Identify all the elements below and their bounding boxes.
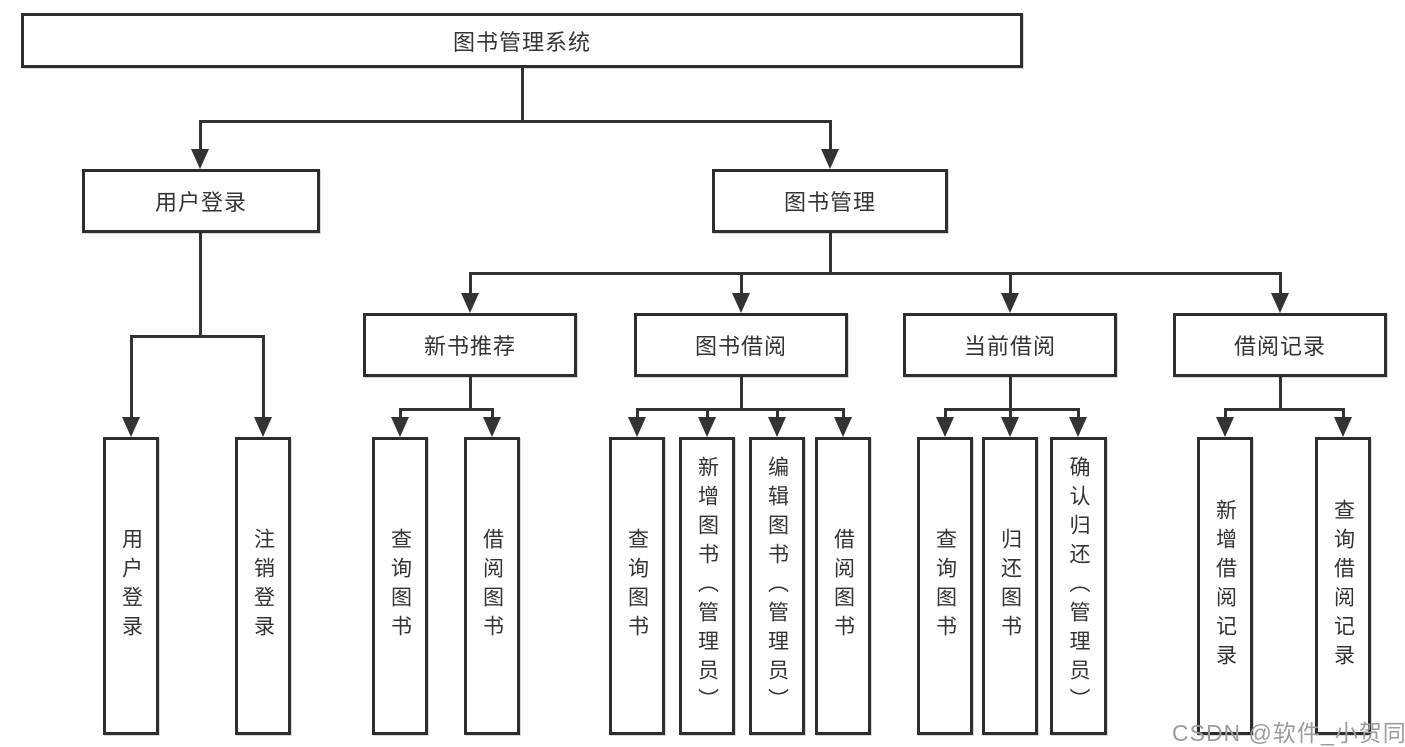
connector-line <box>635 408 639 420</box>
connector-line <box>1008 408 1012 420</box>
connector-line <box>1278 272 1282 297</box>
connector-line <box>198 120 202 152</box>
arrowhead-down <box>936 417 954 437</box>
connector-line <box>468 272 1282 275</box>
leaf-borrow-books-borrowing: 借阅图书 <box>815 437 871 735</box>
connector-line <box>520 68 524 123</box>
node-borrowing-records: 借阅记录 <box>1173 313 1387 377</box>
node-current-borrowing: 当前借阅 <box>903 313 1117 377</box>
connector-line <box>841 408 845 420</box>
leaf-query-borrow-record: 查询借阅记录 <box>1315 437 1371 735</box>
connector-line <box>1008 272 1012 297</box>
leaf-confirm-return-admin: 确认归还（管理员） <box>1050 437 1107 735</box>
connector-line <box>1076 408 1080 420</box>
leaf-user-login: 用户登录 <box>103 437 159 735</box>
connector-line <box>198 120 832 123</box>
leaf-query-books-recommend: 查询图书 <box>372 437 428 735</box>
node-library-management-system: 图书管理系统 <box>21 13 1023 68</box>
node-book-borrowing: 图书借阅 <box>634 313 848 377</box>
arrowhead-down <box>483 417 501 437</box>
arrowhead-down <box>461 293 479 313</box>
arrowhead-down <box>768 417 786 437</box>
arrowhead-down <box>834 417 852 437</box>
connector-line <box>261 335 265 420</box>
arrowhead-down <box>698 417 716 437</box>
node-user-login: 用户登录 <box>82 169 320 233</box>
connector-line <box>129 335 133 420</box>
leaf-add-books-admin: 新增图书（管理员） <box>679 437 735 735</box>
node-book-management: 图书管理 <box>712 169 948 233</box>
leaf-query-books-borrowing: 查询图书 <box>609 437 665 735</box>
connector-line <box>1008 377 1012 411</box>
arrowhead-down <box>821 149 839 169</box>
leaf-return-books: 归还图书 <box>982 437 1038 735</box>
connector-line <box>828 233 832 275</box>
connector-line <box>490 408 494 420</box>
leaf-query-books-current: 查询图书 <box>917 437 973 735</box>
arrowhead-down <box>1069 417 1087 437</box>
connector-line <box>828 120 832 152</box>
connector-line <box>943 408 1080 411</box>
watermark: CSDN @软件_小贺同学 <box>1172 720 1405 746</box>
connector-line <box>1223 408 1345 411</box>
leaf-logout: 注销登录 <box>235 437 291 735</box>
leaf-edit-books-admin: 编辑图书（管理员） <box>749 437 805 735</box>
connector-line <box>1223 408 1227 420</box>
arrowhead-down <box>1334 417 1352 437</box>
arrowhead-down <box>1001 417 1019 437</box>
connector-line <box>468 272 472 297</box>
connector-line <box>1278 377 1282 411</box>
arrowhead-down <box>1001 293 1019 313</box>
leaf-add-borrow-record: 新增借阅记录 <box>1197 437 1253 735</box>
arrowhead-down <box>732 293 750 313</box>
arrowhead-down <box>1216 417 1234 437</box>
arrowhead-down <box>122 417 140 437</box>
connector-line <box>468 377 472 411</box>
connector-line <box>398 408 402 420</box>
arrowhead-down <box>628 417 646 437</box>
arrowhead-down <box>191 149 209 169</box>
connector-line <box>775 408 779 420</box>
connector-line <box>129 335 265 338</box>
node-new-book-recommendation: 新书推荐 <box>363 313 577 377</box>
connector-line <box>398 408 494 411</box>
arrowhead-down <box>391 417 409 437</box>
connector-line <box>1341 408 1345 420</box>
connector-line <box>739 272 743 297</box>
arrowhead-down <box>1271 293 1289 313</box>
arrowhead-down <box>254 417 272 437</box>
connector-line <box>198 233 202 335</box>
connector-line <box>705 408 709 420</box>
connector-line <box>943 408 947 420</box>
connector-line <box>739 377 743 411</box>
leaf-borrow-books-recommend: 借阅图书 <box>464 437 520 735</box>
connector-line <box>635 408 845 411</box>
